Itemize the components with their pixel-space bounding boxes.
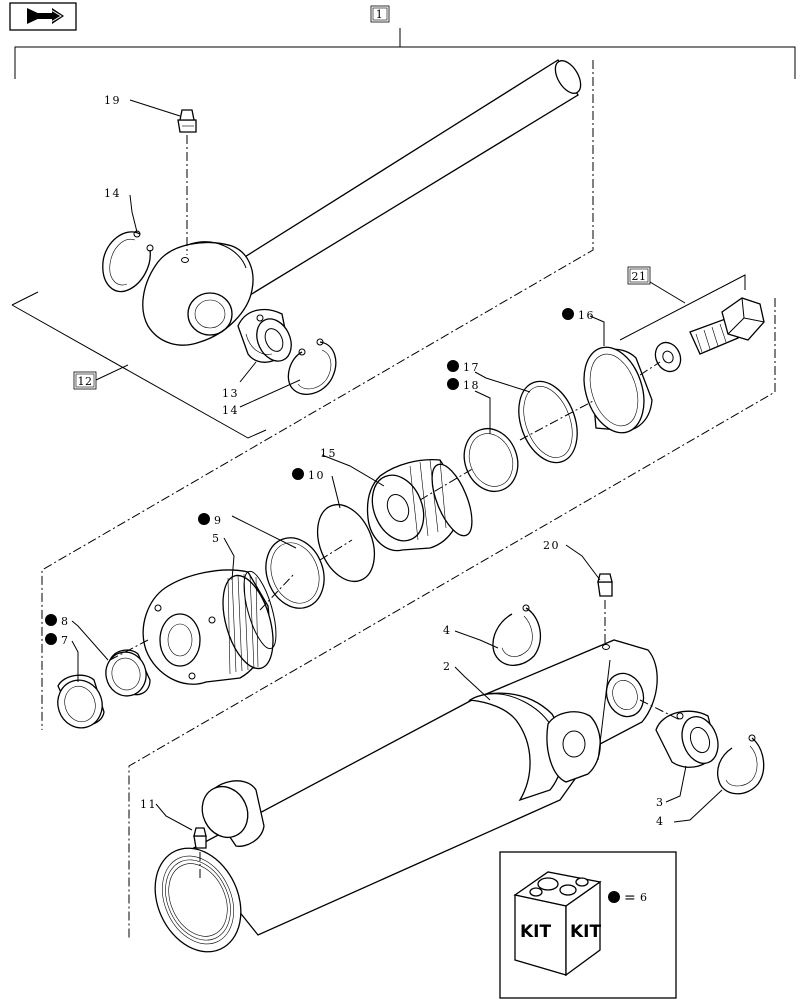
assembly-bracket [14,28,796,79]
snap-ring-4-lower [717,734,765,795]
svg-text:1: 1 [376,8,385,21]
kit-legend-panel: KIT KIT = 6 [499,851,677,999]
rod-guide-5 [142,569,277,685]
wear-band-16 [583,346,653,434]
callout-19: 19 [104,94,121,107]
callout-numbers: 19 14 13 14 15 10 9 5 17 18 16 8 7 20 4 … [45,94,665,828]
callout-11: 11 [140,798,157,811]
callout-1: 1 [370,5,390,23]
callout-16: 16 [578,309,595,322]
callout-8: 8 [61,615,70,628]
snap-ring-4-upper [492,604,542,666]
callout-10: 10 [308,469,325,482]
next-page-button[interactable] [9,2,77,31]
kit-legend-equals: = [624,890,637,906]
callout-17: 17 [463,361,480,374]
bolt-washer-outline [619,274,746,341]
kit-legend-number: 6 [640,891,649,904]
callout-5: 5 [212,532,221,545]
kit-label-side: KIT [570,922,601,942]
callout-21: 21 [627,266,686,304]
rod-assembly-boundary [41,60,594,730]
grease-fitting-19 [177,109,197,255]
callout-18: 18 [463,379,480,392]
svg-text:12: 12 [78,375,93,388]
piston-15 [366,458,473,552]
parts-kit-box-icon: KIT KIT [513,871,602,977]
callout-15: 15 [320,447,337,460]
callout-12: 12 [73,371,97,390]
kit-marker-dot [608,891,620,903]
seal-18 [463,427,519,493]
seal-8 [105,649,151,697]
piston-rod [142,59,582,346]
cylinder-barrel-2 [154,639,658,953]
washer-21 [654,341,682,373]
callout-14-lower: 14 [222,404,239,417]
grease-fitting-11 [193,827,207,880]
snap-ring-14-lower [287,338,337,395]
assembly-axis [109,361,681,721]
svg-text:21: 21 [632,270,647,283]
callout-4-lower: 4 [656,815,665,828]
callout-20: 20 [543,539,560,552]
piston-assembly-boundary [128,298,776,940]
callout-3: 3 [656,796,665,809]
kit-label-front: KIT [520,922,551,942]
callout-7: 7 [61,634,70,647]
callout-leaders [71,99,723,831]
callout-2: 2 [443,660,452,673]
spherical-bushing-13 [237,308,292,363]
wear-ring-7 [57,674,105,729]
snap-ring-14-upper [102,230,154,293]
callout-13: 13 [222,387,239,400]
seal-17 [518,380,578,464]
o-ring-10 [316,504,376,582]
callout-9: 9 [214,514,223,527]
next-page-arrow-icon [27,8,64,24]
bolt-21 [689,297,765,355]
callout-14-upper: 14 [104,187,121,200]
grease-fitting-20 [597,573,613,645]
callout-4-upper: 4 [443,624,452,637]
rod-subassembly-outline [11,291,267,439]
bushing-3 [655,710,719,768]
o-ring-9 [265,537,325,609]
